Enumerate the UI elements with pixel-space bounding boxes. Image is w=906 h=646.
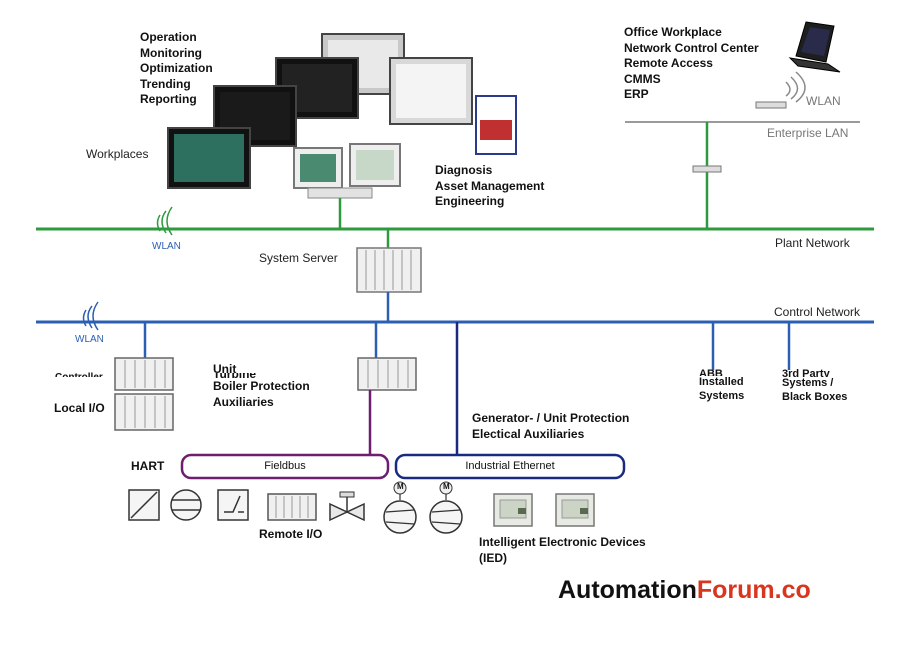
unit-controller-rack-icon: [357, 357, 417, 391]
label-diagnosis: Diagnosis Asset Management Engineering: [435, 163, 545, 208]
motor-marker-1: M: [397, 482, 404, 491]
transmitter-icon: [128, 489, 160, 521]
wlan-router-icon: [755, 71, 806, 109]
label-office: Office Workplace Network Control Center …: [624, 25, 759, 101]
label-industrial-ethernet: Industrial Ethernet: [465, 460, 555, 472]
ethernet-bar: [394, 453, 626, 480]
label-workplaces: Workplaces: [86, 147, 149, 161]
label-system-server: System Server: [259, 251, 338, 265]
flowmeter-icon: [170, 489, 202, 521]
system-server-icon: [356, 247, 422, 293]
workplace-screens-icon: [167, 33, 517, 199]
label-operation: Operation Monitoring Optimization Trendi…: [140, 30, 213, 106]
brand-part-1: Automation: [558, 576, 697, 604]
label-remote-io: Remote I/O: [259, 527, 323, 541]
label-local-io: Local I/O: [54, 401, 105, 415]
label-control-network: Control Network: [774, 305, 861, 319]
label-plant-network: Plant Network: [775, 236, 850, 250]
label-third-party: 3rd Party Systems / Black Boxes: [782, 368, 848, 403]
wlan-control-icon: [82, 301, 99, 331]
brand-watermark: AutomationForum.co: [558, 576, 811, 605]
wlan-plant-icon: [156, 206, 173, 236]
fieldbus-bar: [180, 453, 390, 480]
label-unit-turbine: Unit Turbine Boiler Protection Auxiliari…: [213, 362, 310, 409]
label-generator: Generator- / Unit Protection Electical A…: [472, 411, 630, 441]
remote-io-icon: [267, 493, 317, 521]
label-fieldbus: Fieldbus: [264, 460, 306, 472]
motor-marker-2: M: [443, 482, 450, 491]
label-wlan-top: WLAN: [806, 94, 841, 108]
label-wlan-plant: WLAN: [152, 241, 181, 252]
ied-device-icon-2: [555, 493, 595, 527]
label-enterprise-lan: Enterprise LAN: [767, 126, 849, 140]
ied-device-icon-1: [493, 493, 533, 527]
label-abb: ABB Installed Systems: [699, 368, 745, 402]
laptop-icon: [788, 21, 841, 73]
brand-part-2: Forum.co: [696, 576, 811, 604]
motor-pump-icon-2: [429, 481, 463, 534]
motor-pump-icon-1: [383, 481, 417, 534]
label-hart: HART: [131, 459, 165, 473]
label-controller: Controller: [55, 370, 103, 377]
controller-rack-icon: [114, 357, 174, 391]
label-ied: Intelligent Electronic Devices (IED): [479, 535, 646, 565]
enterprise-switch-icon: [692, 165, 722, 173]
local-io-rack-icon: [114, 393, 174, 431]
label-wlan-control: WLAN: [75, 334, 104, 345]
valve-icon: [329, 491, 365, 522]
switch-device-icon: [217, 489, 249, 521]
